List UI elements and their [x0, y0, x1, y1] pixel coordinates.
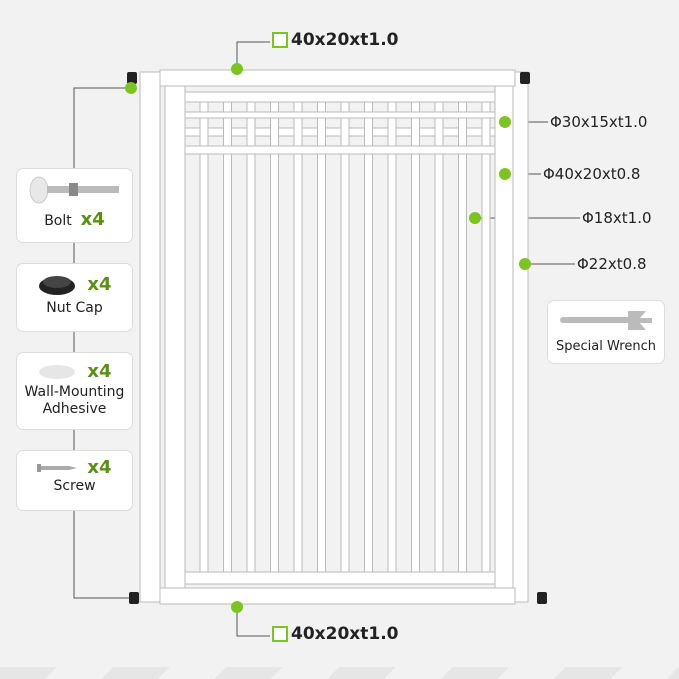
gate-bar-top [387, 101, 397, 147]
gate-bar [364, 153, 373, 573]
top-frame-label: 40x20xt1.0 [291, 30, 399, 50]
gate-bar [317, 153, 326, 573]
gate-bar [199, 153, 209, 573]
gate-bar-top [411, 101, 420, 147]
gate-rail [184, 111, 496, 119]
accessory-name: Bolt [44, 213, 72, 229]
tool-card-wrench: Special Wrench [547, 300, 665, 364]
dimension-label: Φ22xt0.8 [577, 255, 647, 273]
gate-bar [458, 153, 467, 573]
gate-bar [246, 153, 256, 573]
gate-bar [293, 153, 303, 573]
dimension-label: Φ40x20xt0.8 [543, 165, 641, 183]
bottom-frame-label: 40x20xt1.0 [291, 624, 399, 644]
gate-bar-top [317, 101, 326, 147]
decorative-stripes [0, 667, 679, 679]
gate-bars [184, 101, 496, 573]
bottom-frame-dimension: 40x20xt1.0 [272, 624, 399, 644]
accessory-name: Screw [53, 478, 96, 494]
accessory-name: Wall-Mounting Adhesive [24, 384, 125, 417]
accessory-qty: x4 [87, 457, 112, 478]
dimension-label: Φ30x15xt1.0 [550, 113, 648, 131]
square-tube-icon [272, 626, 288, 642]
gate-bar-top [364, 101, 373, 147]
accessory-qty: x4 [87, 273, 112, 295]
gate-bar-top [481, 101, 491, 147]
gate-bar-top [340, 101, 350, 147]
gate-bar-top [223, 101, 232, 147]
gate-bar-top [199, 101, 209, 147]
dimension-label: Φ18xt1.0 [582, 209, 652, 227]
top-frame-dimension: 40x20xt1.0 [272, 30, 399, 50]
tool-name: Special Wrench [556, 339, 656, 354]
adhesive-pad-icon [39, 364, 76, 379]
gate-bar [387, 153, 397, 573]
screw-icon [37, 463, 78, 472]
gate-bar-top [458, 101, 467, 147]
callout-dots [125, 63, 531, 613]
accessory-qty: x4 [87, 361, 112, 382]
accessory-name: Nut Cap [46, 300, 103, 316]
gate-bar [481, 153, 491, 573]
gate-bar-top [434, 101, 444, 147]
gate-frame [139, 69, 529, 605]
accessory-card-screw: x4 Screw [16, 450, 133, 511]
gate-bar [223, 153, 232, 573]
accessory-card-bolt: Bolt x4 [16, 168, 133, 243]
gate-bar-top [270, 101, 279, 147]
gate-bar-top [293, 101, 303, 147]
nut-cap-icon [39, 276, 76, 295]
nut-cap-feet [127, 72, 547, 604]
square-tube-icon [272, 32, 288, 48]
accessory-card-nut-cap: x4 Nut Cap [16, 263, 133, 332]
wrench-icon [560, 311, 652, 330]
gate-bar [340, 153, 350, 573]
accessory-qty: x4 [80, 209, 105, 230]
bolt-icon [29, 176, 119, 204]
gate-bar-top [246, 101, 256, 147]
gate-bar [270, 153, 279, 573]
gate-bar [411, 153, 420, 573]
accessory-card-adhesive: x4 Wall-Mounting Adhesive [16, 352, 133, 430]
gate-bar [434, 153, 444, 573]
